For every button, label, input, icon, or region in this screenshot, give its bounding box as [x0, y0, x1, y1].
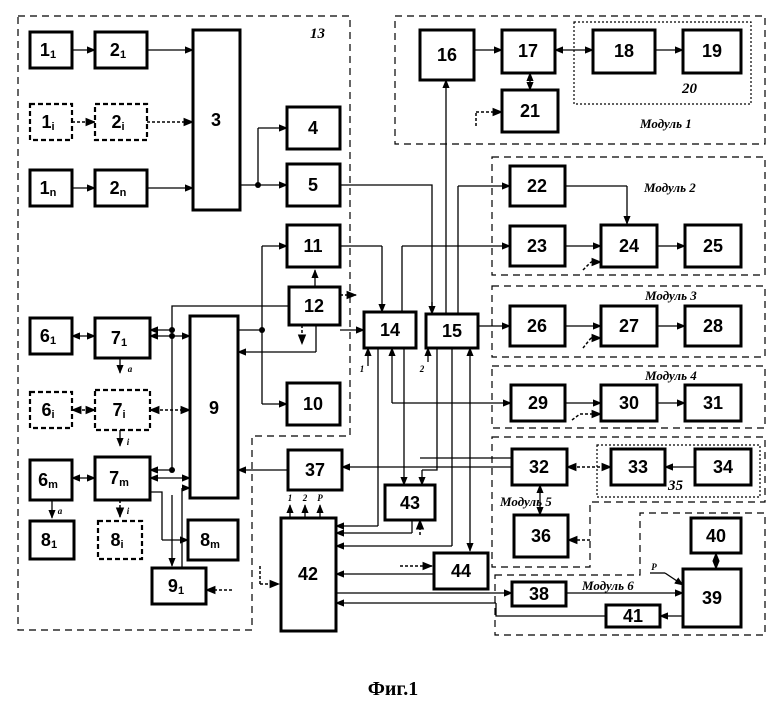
block-5-label: 5	[308, 175, 318, 195]
block-6-1-sub: 1	[50, 335, 56, 347]
block-8-i-sub: i	[120, 539, 123, 551]
block-29-label: 29	[528, 393, 548, 413]
module6-label: Модуль 6	[581, 578, 634, 593]
block-36-label: 36	[531, 526, 551, 546]
region-35-label: 35	[667, 478, 684, 494]
port-label-a-1: a	[128, 364, 133, 374]
port-label-39-p: P	[651, 562, 657, 572]
block-9-1-sub: 1	[178, 585, 184, 597]
module2-label: Модуль 2	[643, 180, 696, 195]
port-label-out-p: P	[317, 493, 323, 503]
block-1-1-sub: 1	[50, 49, 56, 61]
block-7-i-label: 7	[112, 400, 122, 420]
block-8-1-sub: 1	[51, 539, 57, 551]
block-10-label: 10	[303, 394, 323, 414]
block-1-i-label: 1	[41, 112, 51, 132]
block-6-m-label: 6	[38, 470, 48, 490]
block-1-n-sub: n	[50, 187, 57, 199]
block-9-label: 9	[209, 398, 219, 418]
block-42-label: 42	[298, 564, 318, 584]
block-3-label: 3	[211, 110, 221, 130]
port-label-out-1: 1	[288, 493, 293, 503]
block-7-1-label: 7	[111, 328, 121, 348]
port-label-i-1: i	[127, 437, 130, 447]
block-8-i-label: 8	[110, 530, 120, 550]
block-44-label: 44	[451, 561, 471, 581]
region-13-label: 13	[310, 26, 326, 42]
block-2-i-sub: i	[121, 121, 124, 133]
block-24-label: 24	[619, 236, 639, 256]
module1-label: Модуль 1	[639, 116, 692, 131]
block-15-label: 15	[442, 321, 462, 341]
block-23-label: 23	[527, 236, 547, 256]
figure-caption: Фиг.1	[368, 678, 419, 700]
block-2-1-label: 2	[110, 40, 120, 60]
block-8-m-sub: m	[210, 539, 220, 551]
block-18-label: 18	[614, 41, 634, 61]
block-7-m-label: 7	[109, 468, 119, 488]
block-34-label: 34	[713, 457, 733, 477]
block-22-label: 22	[527, 176, 547, 196]
block-9-1-label: 9	[168, 576, 178, 596]
block-17-label: 17	[518, 41, 538, 61]
block-8-1-label: 8	[41, 530, 51, 550]
block-1-i-sub: i	[51, 121, 54, 133]
port-label-i-2: i	[127, 506, 130, 516]
port-label-14-in: 1	[360, 364, 365, 374]
port-label-15-in: 2	[419, 364, 425, 374]
block-19-label: 19	[702, 41, 722, 61]
block-33-label: 33	[628, 457, 648, 477]
block-38-label: 38	[529, 584, 549, 604]
block-27-label: 27	[619, 316, 639, 336]
block-31-label: 31	[703, 393, 723, 413]
block-21-label: 21	[520, 101, 540, 121]
block-28-label: 28	[703, 316, 723, 336]
block-32-label: 32	[529, 457, 549, 477]
block-37-label: 37	[305, 460, 325, 480]
block-1-n-label: 1	[40, 178, 50, 198]
block-43-label: 43	[400, 493, 420, 513]
module3-label: Модуль 3	[644, 288, 697, 303]
module5-label: Модуль 5	[499, 494, 552, 509]
block-39-label: 39	[702, 588, 722, 608]
block-11-label: 11	[303, 236, 322, 256]
block-7-i-sub: i	[122, 409, 125, 421]
block-4-label: 4	[308, 118, 318, 138]
block-7-m-sub: m	[119, 477, 129, 489]
block-26-label: 26	[527, 316, 547, 336]
block-1-1-label: 1	[40, 40, 50, 60]
block-2-n-sub: n	[120, 187, 127, 199]
block-25-label: 25	[703, 236, 723, 256]
block-7-1-sub: 1	[121, 337, 127, 349]
block-6-1-label: 6	[40, 326, 50, 346]
block-8-m-label: 8	[200, 530, 210, 550]
block-6-i-sub: i	[51, 409, 54, 421]
block-12-label: 12	[304, 296, 324, 316]
block-14-label: 14	[380, 320, 400, 340]
block-2-i-label: 2	[111, 112, 121, 132]
block-41-label: 41	[623, 606, 643, 626]
block-6-m-sub: m	[48, 479, 58, 491]
block-6-i-label: 6	[41, 400, 51, 420]
port-label-a-2: a	[58, 506, 63, 516]
block-30-label: 30	[619, 393, 639, 413]
block-2-1-sub: 1	[120, 49, 126, 61]
port-label-out-2: 2	[302, 493, 308, 503]
module4-label: Модуль 4	[644, 368, 697, 383]
block-16-label: 16	[437, 45, 457, 65]
region-20-label: 20	[681, 81, 698, 97]
block-2-n-label: 2	[110, 178, 120, 198]
block-40-label: 40	[706, 526, 726, 546]
